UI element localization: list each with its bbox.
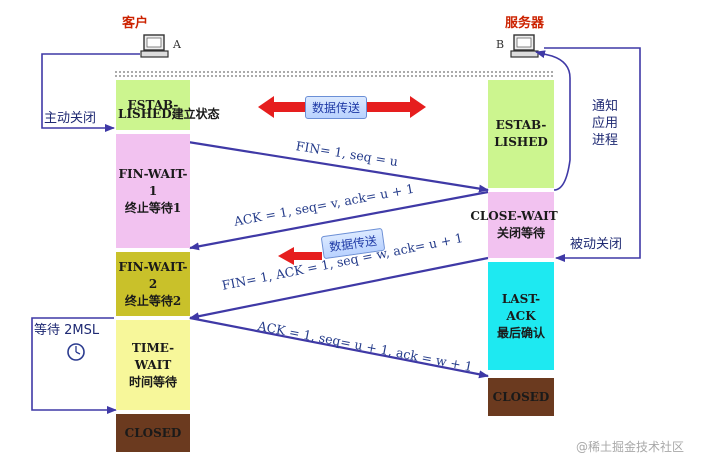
passive-close-loop (544, 47, 641, 262)
server-state-closed: CLOSED (488, 378, 554, 416)
notify-app-loop (535, 50, 571, 191)
client-state-fin-wait-2: FIN-WAIT-2 终止等待2 (116, 252, 190, 316)
notify-app-line2: 应用 (592, 116, 619, 131)
last-ack-cn: 最后确认 (496, 325, 545, 340)
fin1-arrow (187, 140, 489, 193)
server-established-line1: ESTAB- (495, 118, 547, 132)
client-state-time-wait: TIME-WAIT 时间等待 (116, 320, 190, 410)
notify-app-note: 通知 应用 进程 (592, 98, 618, 149)
watermark: @稀土掘金技术社区 (575, 440, 684, 454)
time-wait-cn: 时间等待 (128, 374, 177, 389)
server-label: 服务器 (505, 16, 545, 31)
wait-2msl-note: 等待 2MSL (34, 323, 100, 338)
fin-wait-2-cn: 终止等待2 (124, 293, 182, 308)
server-closed-label: CLOSED (492, 389, 550, 404)
notify-app-line1: 通知 (592, 99, 619, 114)
time-wait-en: TIME-WAIT (131, 340, 175, 372)
client-established-line1: ESTAB- (127, 97, 179, 112)
active-close-note: 主动关闭 (44, 111, 97, 126)
active-close-loop (41, 53, 140, 132)
server-state-close-wait: CLOSE-WAIT 关闭等待 (470, 192, 558, 258)
client-state-closed: CLOSED (116, 414, 190, 452)
wait-2msl-loop (31, 317, 117, 414)
client-state-established: ESTAB- (116, 80, 190, 130)
client-closed-label: CLOSED (124, 425, 182, 440)
client-established-line2: LISHED建立状态 (118, 107, 220, 121)
data-transfer-left-arrow (278, 247, 322, 265)
client-computer-icon (140, 34, 169, 58)
client-state-fin-wait-1: FIN-WAIT-1 终止等待1 (116, 134, 190, 248)
last-ack-en: LAST-ACK (501, 291, 541, 323)
client-label: 客户 (122, 16, 149, 31)
server-computer-icon (510, 34, 539, 58)
close-wait-cn: 关闭等待 (496, 226, 545, 240)
server-state-established: ESTAB- LISHED (488, 80, 554, 188)
passive-close-note: 被动关闭 (570, 237, 623, 252)
ack1-arrow (189, 190, 489, 251)
data-transfer-badge-1: 数据传送 (305, 96, 368, 119)
client-letter: A (173, 38, 181, 51)
fin-wait-1-en: FIN-WAIT-1 (118, 166, 188, 198)
server-established-line2: LISHED (494, 135, 548, 149)
fin2-arrow (189, 256, 489, 321)
clock-icon (67, 343, 85, 361)
close-wait-en: CLOSE-WAIT (470, 209, 558, 223)
server-state-last-ack: LAST-ACK 最后确认 (488, 262, 554, 370)
server-letter: B (496, 38, 505, 51)
fin-wait-2-en: FIN-WAIT-2 (118, 259, 188, 291)
ack2-arrow (189, 316, 489, 379)
notify-app-line3: 进程 (592, 133, 619, 148)
fin-wait-1-cn: 终止等待1 (124, 200, 182, 215)
